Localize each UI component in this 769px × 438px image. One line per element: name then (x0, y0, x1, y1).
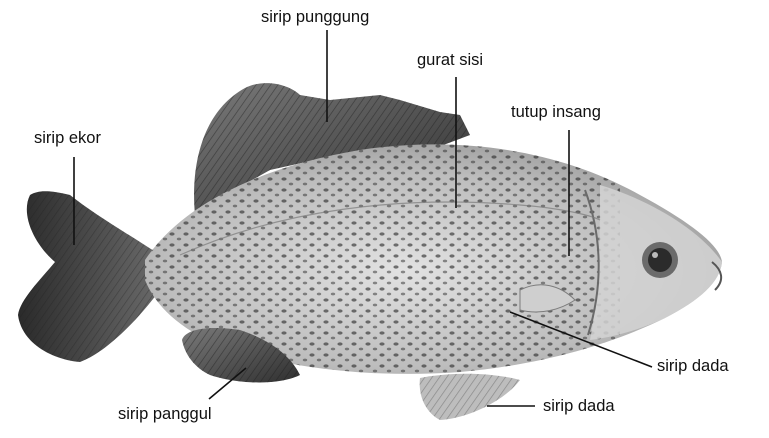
label-tail-fin: sirip ekor (34, 130, 101, 147)
lower-fin-shape (420, 374, 520, 420)
label-gill-cover: tutup insang (511, 104, 601, 121)
tail-fin-shape (18, 191, 160, 362)
label-lower-fin: sirip dada (543, 398, 615, 415)
label-pectoral-fin: sirip dada (657, 358, 729, 375)
label-pelvic-fin: sirip panggul (118, 406, 212, 423)
label-dorsal-fin: sirip punggung (261, 9, 369, 26)
label-lateral-line: gurat sisi (417, 52, 483, 69)
